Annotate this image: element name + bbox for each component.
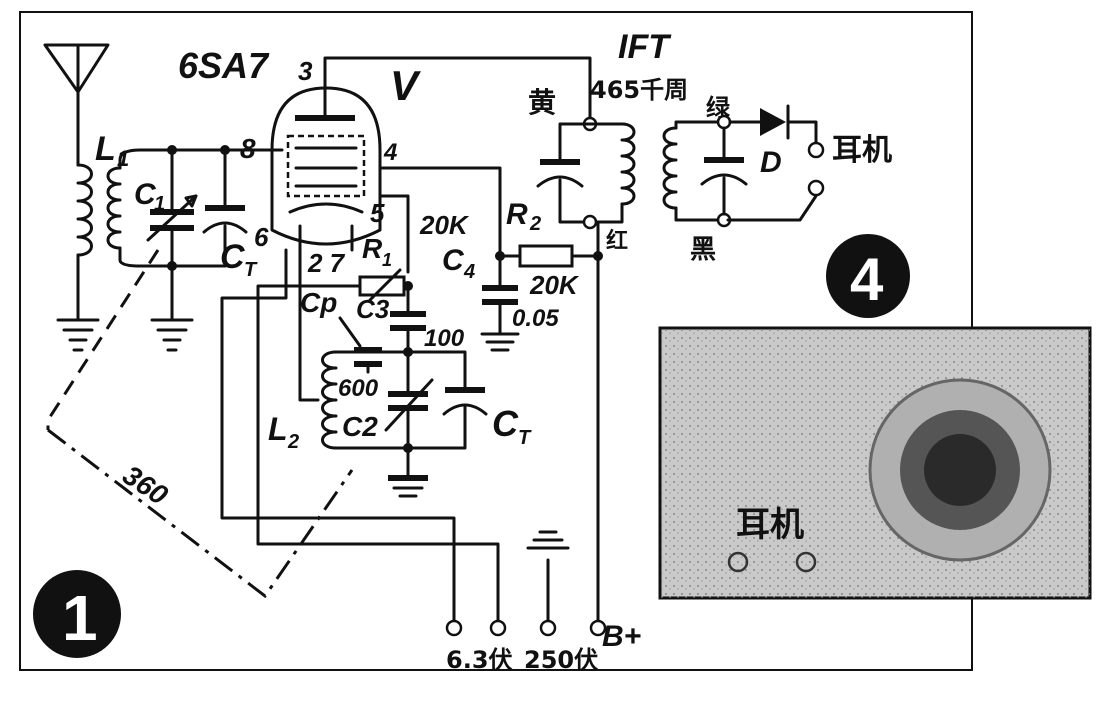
c1-variable-capacitor (146, 145, 198, 271)
terminal-b-plus-label: B+ (602, 620, 641, 653)
c1-subscript: 1 (154, 193, 165, 215)
terminal-hv[interactable] (539, 619, 557, 637)
r1-value-label: 20K (419, 210, 470, 240)
yellow-wire-label: 黄 (528, 86, 556, 119)
terminal-heater-b[interactable] (489, 619, 507, 637)
r2-resistor (518, 244, 603, 268)
antenna-symbol (43, 43, 110, 142)
r1-subscript: 1 (382, 250, 392, 270)
l1-secondary-coil (106, 148, 174, 268)
c2-label: C2 (342, 411, 378, 442)
r1-label: R (362, 233, 383, 264)
terminal-heater-a[interactable] (445, 619, 463, 637)
ct-trimmer-left (170, 145, 248, 268)
figure-badge-4: 4 (826, 234, 910, 318)
l2-subscript: 2 (287, 431, 299, 453)
svg-text:1: 1 (62, 582, 98, 654)
l2-label: L (268, 411, 288, 447)
tube-v-label: V (390, 62, 421, 109)
r2-subscript: 2 (529, 213, 541, 235)
pin-6-label: 6 (254, 222, 269, 252)
c3-value-label: 100 (424, 325, 465, 352)
l1-label: L (95, 130, 116, 168)
black-wire-label: 黑 (690, 235, 716, 265)
c4-subscript: 4 (463, 261, 475, 283)
terminal-b-plus[interactable] (589, 619, 607, 637)
cp-label: Cp (300, 287, 337, 318)
tube-type-label: 6SA7 (178, 45, 270, 86)
earphone-label: 耳机 (832, 133, 892, 168)
ct-left-label: C (220, 238, 245, 276)
photo-jack-b (795, 551, 817, 573)
ground-symbol (56, 318, 100, 352)
plate-pin-label: 3 (298, 56, 313, 86)
ct-trimmer-right (406, 350, 488, 450)
pin-8-label: 8 (240, 133, 256, 164)
c2-variable-capacitor (384, 350, 434, 498)
c3-label: C3 (356, 294, 390, 324)
ift-frequency-label: 465千周 (590, 76, 688, 104)
ct-left-subscript: T (244, 259, 258, 281)
ct-right-label: C (492, 403, 519, 444)
tube-6sa7-envelope (270, 60, 382, 252)
red-wire-label: 红 (606, 228, 628, 254)
figure-badge-1: 1 (33, 570, 121, 658)
photo-earphone-label: 耳机 (736, 505, 804, 545)
pin-5-label: 5 (370, 198, 385, 228)
c3-capacitor (390, 284, 426, 357)
cp-padder-capacitor (338, 316, 382, 374)
svg-text:4: 4 (850, 246, 884, 313)
c4-capacitor (480, 254, 520, 352)
r2-value-label: 20K (529, 270, 580, 300)
ct-right-subscript: T (518, 427, 532, 449)
diode-symbol (726, 104, 818, 222)
terminal-hv-label: 250伏 (524, 646, 598, 674)
l1-subscript: 1 (117, 146, 129, 171)
l2-oscillator-coil (298, 248, 410, 450)
r2-label: R (506, 198, 528, 231)
diode-label: D (760, 146, 782, 179)
terminal-heater-label: 6.3伏 (446, 646, 513, 674)
ground-symbol (526, 530, 570, 550)
ift-label: IFT (618, 28, 672, 66)
pins-2-7-label: 2 7 (307, 248, 346, 278)
ift-transformer (536, 114, 748, 258)
dial-angle-label: 360 (117, 459, 173, 511)
earphone-jack-b[interactable] (807, 179, 825, 197)
photo-jack-a (727, 551, 749, 573)
l1-primary-coil (76, 138, 93, 322)
ground-symbol (150, 318, 194, 352)
photo-panel: 耳机 (658, 326, 1092, 600)
c4-value-label: 0.05 (512, 305, 559, 332)
c1-label: C (134, 178, 157, 211)
cp-value-label: 600 (338, 375, 379, 402)
pin-4-label: 4 (383, 139, 397, 166)
c4-label: C (442, 244, 465, 277)
earphone-jack-a[interactable] (807, 141, 825, 159)
